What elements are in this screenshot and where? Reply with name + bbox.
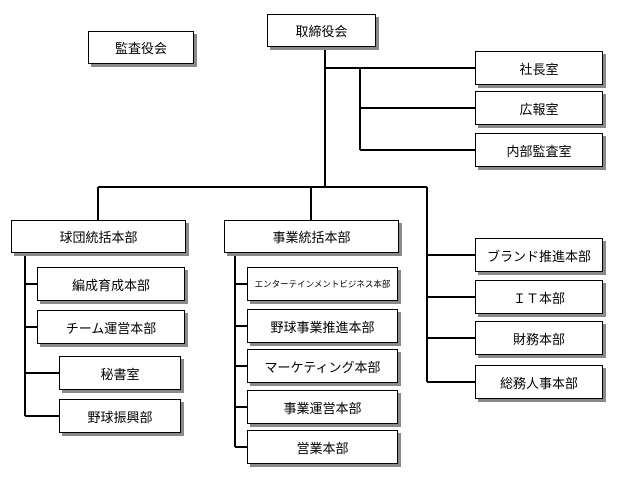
baseball-child-box: チーム運営本部 <box>37 310 185 344</box>
business-child-box: 事業運営本部 <box>247 390 398 424</box>
staff-office-box: 内部監査室 <box>475 133 603 167</box>
business-ops-box: 事業統括本部 <box>224 220 399 253</box>
baseball-child-label: 秘書室 <box>100 367 140 383</box>
baseball-child-box: 秘書室 <box>59 356 181 390</box>
baseball-ops-box: 球団統括本部 <box>11 220 186 253</box>
business-child-label: マーケティング本部 <box>264 360 381 376</box>
corporate-division-label: 総務人事本部 <box>499 376 578 392</box>
business-child-label: 営業本部 <box>296 441 349 457</box>
business-child-label: 事業運営本部 <box>283 401 362 417</box>
baseball-child-box: 編成育成本部 <box>37 267 185 301</box>
corporate-division-box: 総務人事本部 <box>475 365 603 399</box>
board-of-directors-label: 取締役会 <box>295 25 348 40</box>
corporate-division-label: ＩＴ本部 <box>512 291 565 307</box>
corporate-division-box: ＩＴ本部 <box>475 280 603 314</box>
corporate-division-box: ブランド推進本部 <box>475 238 603 272</box>
business-child-label: エンターテインメントビジネス本部 <box>254 280 391 290</box>
business-child-label: 野球事業推進本部 <box>270 320 375 336</box>
staff-office-label: 広報室 <box>519 102 559 118</box>
baseball-child-label: チーム運営本部 <box>65 321 157 337</box>
staff-office-label: 内部監査室 <box>506 144 572 160</box>
business-child-box: マーケティング本部 <box>247 349 398 383</box>
staff-office-box: 広報室 <box>475 91 603 125</box>
audit-board-box: 監査役会 <box>88 31 194 64</box>
business-child-box: 野球事業推進本部 <box>247 309 398 343</box>
baseball-ops-label: 球団統括本部 <box>59 231 138 246</box>
corporate-division-label: ブランド推進本部 <box>486 249 591 265</box>
baseball-child-label: 野球振興部 <box>87 410 153 426</box>
baseball-child-label: 編成育成本部 <box>71 278 150 294</box>
baseball-child-box: 野球振興部 <box>59 399 181 433</box>
board-of-directors-box: 取締役会 <box>267 14 376 47</box>
staff-office-box: 社長室 <box>475 51 603 85</box>
business-child-box: エンターテインメントビジネス本部 <box>247 267 398 301</box>
business-ops-label: 事業統括本部 <box>272 231 351 246</box>
corporate-division-box: 財務本部 <box>475 321 603 355</box>
audit-board-label: 監査役会 <box>114 42 167 57</box>
staff-office-label: 社長室 <box>519 62 559 78</box>
business-child-box: 営業本部 <box>247 430 398 464</box>
corporate-division-label: 財務本部 <box>512 332 565 348</box>
